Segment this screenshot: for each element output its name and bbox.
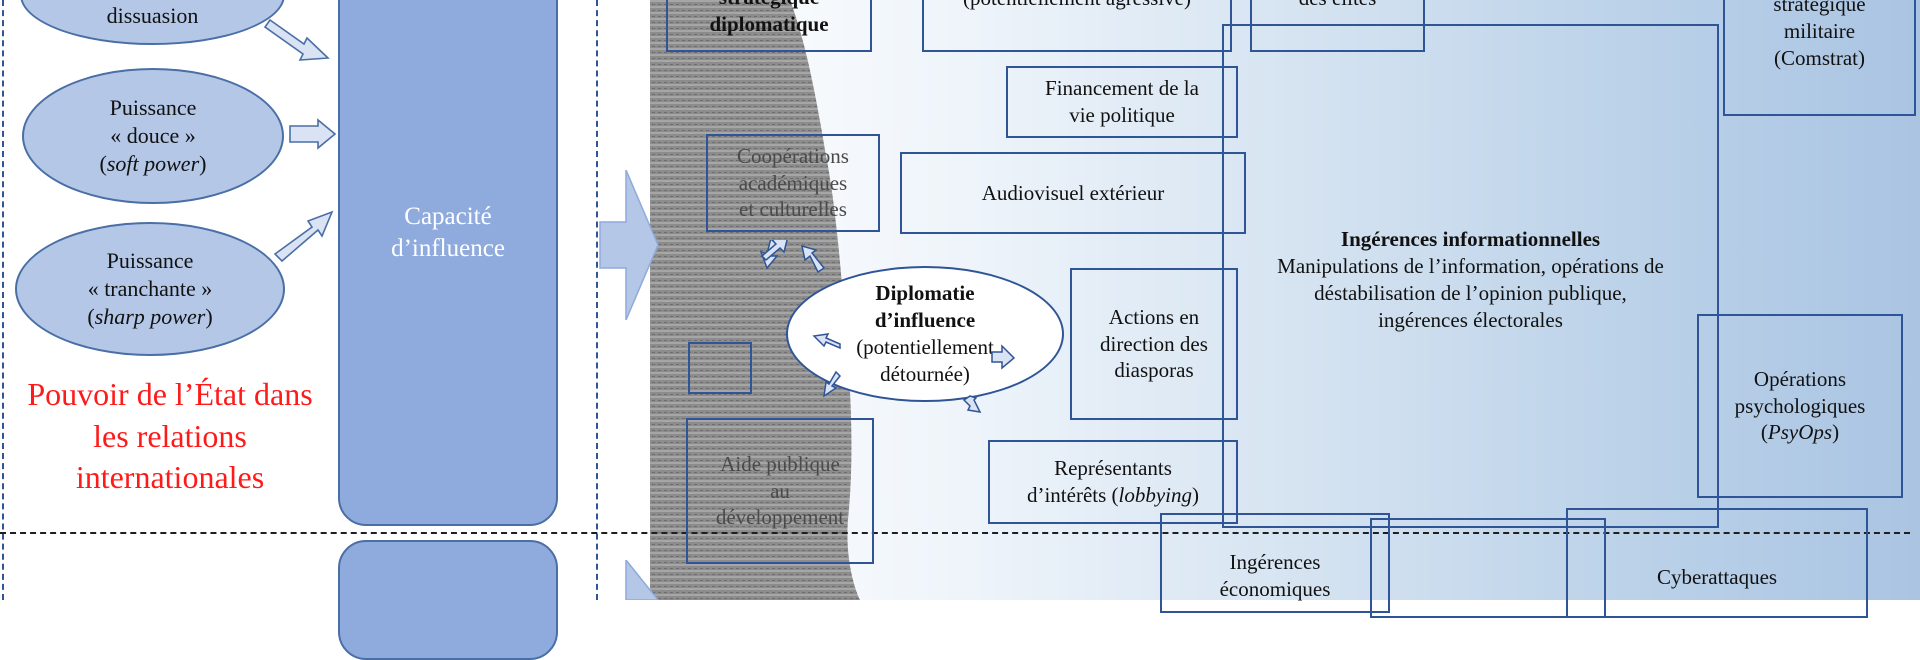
cooperations-line2: académiques — [738, 170, 848, 195]
dissuasion-ellipse: dissuasion — [20, 0, 285, 45]
diaspora-box: Actions en direction des diasporas — [1070, 268, 1238, 420]
diplo-influence-title2: d’influence — [874, 308, 976, 333]
aide-publique-box: Aide publique au développement — [686, 418, 874, 564]
arrow-from-sharp-power — [273, 210, 334, 263]
sharp-power-line1: Puissance — [106, 247, 194, 273]
diaspora-line3: diasporas — [1114, 358, 1194, 383]
aide-publique-line1: Aide publique — [720, 451, 840, 476]
ingerences-informationnelles-box: Ingérences informationnelles Manipulatio… — [1222, 24, 1719, 528]
arrow-up-to-audiovisuel — [760, 240, 788, 262]
soft-power-line1: Puissance — [109, 94, 197, 120]
arrow-from-soft-power — [289, 118, 337, 150]
ingerences-info-line1: Manipulations de l’information, opératio… — [1277, 253, 1664, 278]
arrow-to-small-box — [812, 333, 841, 350]
comm-diplo-line2: diplomatique — [709, 12, 829, 37]
soft-power-ellipse: Puissance « douce » (soft power) — [22, 68, 284, 204]
diplo-influence-sub2: détournée) — [880, 361, 970, 386]
lobbying-line1: Représentants — [1054, 456, 1172, 481]
sharp-power-line2: « tranchante » — [87, 275, 213, 301]
ingerences-info-line2: déstabilisation de l’opinion publique, — [1314, 280, 1627, 305]
psyops-line3: (PsyOps) — [1760, 420, 1840, 445]
pillar-label-line1: Capacité — [404, 202, 492, 230]
arrows-to-pillar — [263, 18, 337, 263]
dissuasion-label: dissuasion — [106, 2, 199, 28]
cyberattaques-box: Cyberattaques — [1566, 508, 1868, 618]
elites-box: des élites — [1250, 0, 1425, 52]
arrow-to-cooperations — [801, 244, 826, 274]
diaspora-line2: direction des — [1100, 331, 1208, 356]
diaspora-line1: Actions en — [1108, 304, 1200, 329]
elites-label: des élites — [1299, 0, 1377, 12]
psyops-box: Opérations psychologiques (PsyOps) — [1697, 314, 1903, 498]
cooperations-box: Coopérations académiques et culturelles — [706, 134, 880, 232]
cyberattaques-label: Cyberattaques — [1656, 565, 1778, 589]
diplomatie-agressive-label: (potentiellement agressive) — [963, 0, 1191, 12]
influence-capacity-pillar: Capacité d’influence — [338, 0, 558, 526]
big-arrow-upper — [599, 170, 659, 320]
diplo-influence-title1: Diplomatie — [875, 281, 975, 306]
ingerences-economiques-box: Ingérences économiques — [1160, 513, 1390, 613]
cooperations-line1: Coopérations — [737, 143, 849, 168]
psyops-line1: Opérations — [1753, 366, 1847, 391]
big-arrow-lower — [625, 560, 659, 600]
middle-vertical-divider — [596, 0, 598, 600]
financement-line1: Financement de la — [1045, 76, 1199, 101]
comstrat-line2: militaire — [1783, 19, 1856, 44]
sharp-power-ellipse: Puissance « tranchante » (sharp power) — [15, 222, 285, 356]
soft-power-line2: « douce » — [110, 122, 196, 148]
audiovisuel-label: Audiovisuel extérieur — [981, 180, 1165, 205]
cliff-texture — [650, 0, 860, 600]
pillar-label-line2: d’influence — [391, 235, 505, 262]
arrow-from-dissuasion — [263, 18, 330, 61]
financement-box: Financement de la vie politique — [1006, 66, 1238, 138]
comstrat-line3: (Comstrat) — [1774, 46, 1865, 71]
left-vertical-divider — [2, 0, 4, 600]
soft-power-line3: (soft power) — [99, 151, 207, 177]
horizontal-divider — [0, 532, 1910, 534]
arrow-to-aide-publique — [823, 370, 842, 398]
psyops-line2: psychologiques — [1734, 393, 1866, 418]
ingerences-eco-line2: économiques — [1219, 576, 1331, 601]
comm-diplo-line1: stratégique — [709, 0, 828, 11]
financement-line2: vie politique — [1069, 103, 1175, 127]
diplo-influence-sub1: (potentiellement — [856, 335, 994, 359]
ingerences-info-line3: ingérences électorales — [1378, 307, 1563, 332]
arrow-to-lobbying — [962, 395, 982, 413]
diplomatie-influence-ellipse: Diplomatie d’influence (potentiellement … — [786, 266, 1064, 402]
audiovisuel-box: Audiovisuel extérieur — [900, 152, 1246, 234]
lower-pillar — [338, 540, 558, 660]
lobbying-line2: d’intérêts (lobbying) — [1026, 483, 1200, 507]
arrow-to-diaspora — [991, 344, 1016, 370]
small-empty-box — [688, 342, 752, 394]
diplomatie-agressive-box: (potentiellement agressive) — [922, 0, 1232, 52]
lobbying-box: Représentants d’intérêts (lobbying) — [988, 440, 1238, 524]
ingerences-eco-line1: Ingérences — [1229, 550, 1321, 574]
sharp-power-line3: (sharp power) — [87, 304, 213, 330]
ingerences-info-title: Ingérences informationnelles — [1340, 227, 1601, 251]
aide-publique-line2: au — [770, 478, 790, 503]
communication-diplomatique-box: stratégique diplomatique — [666, 0, 872, 52]
state-power-title: Pouvoir de l’État dans les relations int… — [27, 376, 313, 496]
comstrat-box: stratégique militaire (Comstrat) — [1723, 0, 1916, 116]
comstrat-line1: stratégique — [1773, 0, 1866, 17]
aide-publique-line3: développement — [715, 505, 845, 530]
cooperations-line3: et culturelles — [739, 197, 847, 222]
radiating-arrows — [759, 240, 1016, 413]
